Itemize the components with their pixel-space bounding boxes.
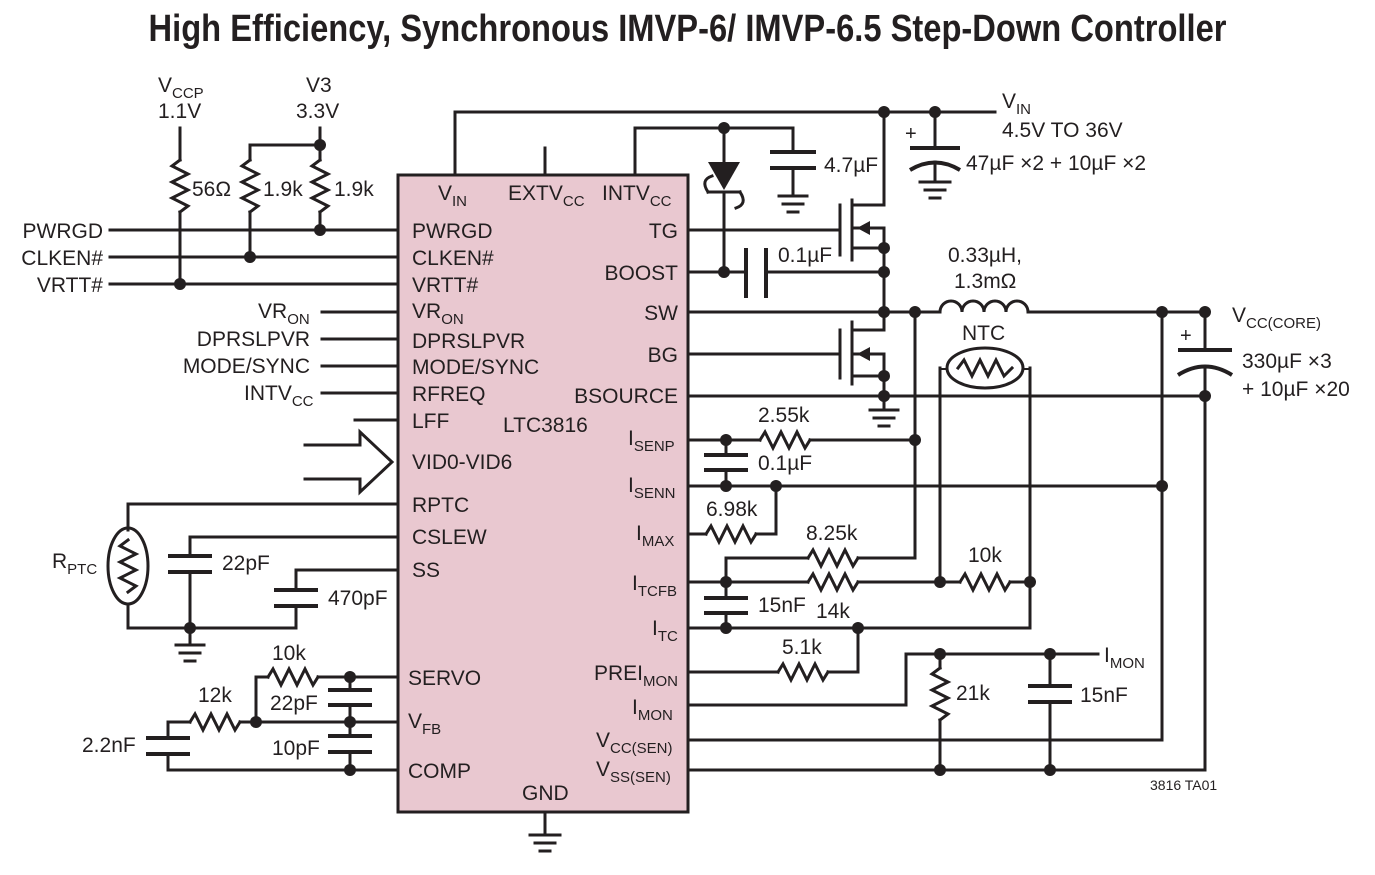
rail-vccp-value: 1.1V [158, 100, 201, 123]
pin-bsource: BSOURCE [574, 385, 678, 408]
pin-pwrgd: PWRGD [412, 220, 493, 243]
resistor-6-98k-label: 6.98k [706, 498, 758, 521]
cap-0-1uf-boost-label: 0.1µF [778, 244, 832, 267]
pin-boost: BOOST [604, 262, 678, 285]
ground-symbol [528, 833, 562, 853]
resistor-1-9k-b [308, 157, 332, 215]
inductor-value: 0.33µH, [948, 244, 1022, 267]
resistor-10k-label: 10k [272, 642, 306, 665]
resistor-12k [187, 710, 243, 734]
pin-tg: TG [649, 220, 678, 243]
resistor-12k-label: 12k [198, 684, 232, 707]
pin-cslew: CSLEW [412, 526, 487, 549]
ic-body [396, 173, 690, 814]
resistor-1-9k-a [238, 157, 262, 215]
svg-text:+: + [905, 123, 917, 145]
resistor-10k-ntc [957, 570, 1013, 594]
cap-22pf-label: 22pF [222, 552, 270, 575]
resistor-10k-ntc-label: 10k [968, 544, 1002, 567]
cap-2-2nf-label: 2.2nF [82, 734, 136, 757]
signal-vrtt: VRTT# [37, 274, 103, 297]
resistor-8-25k [805, 546, 861, 570]
pin-bg: BG [648, 344, 678, 367]
rail-vcore: VCC(CORE) [1232, 304, 1321, 332]
pin-sw: SW [644, 302, 678, 325]
cap-4-7uf-label: 4.7µF [824, 154, 878, 177]
pin-dprslpvr: DPRSLPVR [412, 330, 525, 353]
ntc-label: NTC [962, 322, 1005, 345]
cap-470pf-label: 470pF [328, 587, 388, 610]
pin-clken: CLKEN# [412, 247, 494, 270]
svg-text:+: + [1180, 325, 1192, 347]
rail-v3: V3 [306, 74, 332, 97]
signal-vron: VRON [258, 300, 310, 328]
resistor-8-25k-label: 8.25k [806, 522, 858, 545]
resistor-14k-label: 14k [816, 600, 850, 623]
resistor-1-9k-a-label: 1.9k [263, 178, 303, 201]
pin-comp: COMP [408, 760, 471, 783]
resistor-2-55k [757, 428, 813, 452]
pin-vrtt: VRTT# [412, 274, 478, 297]
diagram-title: High Efficiency, Synchronous IMVP-6/ IMV… [148, 8, 1227, 50]
pin-mode-sync: MODE/SYNC [412, 356, 539, 379]
signal-clken: CLKEN# [21, 247, 103, 270]
resistor-1-9k-b-label: 1.9k [334, 178, 374, 201]
resistor-56ohm-label: 56Ω [192, 178, 231, 201]
rail-vin-range: 4.5V TO 36V [1002, 119, 1123, 142]
signal-mode-sync: MODE/SYNC [183, 355, 310, 378]
pin-lff: LFF [412, 410, 449, 433]
vid-bus-arrow [303, 428, 395, 496]
cap-0-1uf-isen-label: 0.1µF [758, 452, 812, 475]
rptc-label: RPTC [52, 550, 97, 578]
pin-ss: SS [412, 559, 440, 582]
resistor-5-1k [775, 660, 831, 684]
bottom-mosfet-arrow [857, 347, 870, 361]
cap-15nf-imon-label: 15nF [1080, 684, 1128, 707]
rail-vin: VIN [1002, 90, 1031, 118]
boost-diode [708, 162, 740, 190]
cap-out-label-2: + 10µF ×20 [1242, 378, 1350, 401]
cap-15nf-itcfb-label: 15nF [758, 594, 806, 617]
pin-rptc: RPTC [412, 494, 469, 517]
inductor-dcr: 1.3mΩ [954, 270, 1016, 293]
cap-10pf-label: 10pF [272, 737, 320, 760]
cap-vin-label: 47µF ×2 + 10µF ×2 [966, 152, 1146, 175]
resistor-21k-label: 21k [956, 682, 990, 705]
signal-intvcc: INTVCC [244, 382, 314, 410]
pin-rfreq: RFREQ [412, 383, 486, 406]
resistor-14k [805, 570, 861, 594]
resistor-56ohm [168, 157, 192, 215]
pin-servo: SERVO [408, 667, 481, 690]
rail-vccp: VCCP [158, 74, 204, 102]
figure-id: 3816 TA01 [1150, 777, 1217, 793]
rail-v3-value: 3.3V [296, 100, 339, 123]
output-imon: IMON [1104, 644, 1145, 672]
signal-dprslpvr: DPRSLPVR [197, 328, 310, 351]
top-mosfet-arrow [857, 221, 870, 235]
cap-out-label-1: 330µF ×3 [1242, 350, 1332, 373]
resistor-10k-servo [265, 665, 321, 689]
resistor-6-98k [703, 522, 759, 546]
pin-vid: VID0-VID6 [412, 451, 512, 474]
resistor-21k [928, 665, 952, 723]
pin-gnd: GND [522, 782, 569, 805]
resistor-2-55k-label: 2.55k [758, 404, 810, 427]
cap-22pf-servo-label: 22pF [270, 692, 318, 715]
ic-part-number: LTC3816 [503, 414, 588, 437]
inductor [938, 299, 1030, 314]
resistor-5-1k-label: 5.1k [782, 636, 822, 659]
signal-pwrgd: PWRGD [23, 220, 104, 243]
